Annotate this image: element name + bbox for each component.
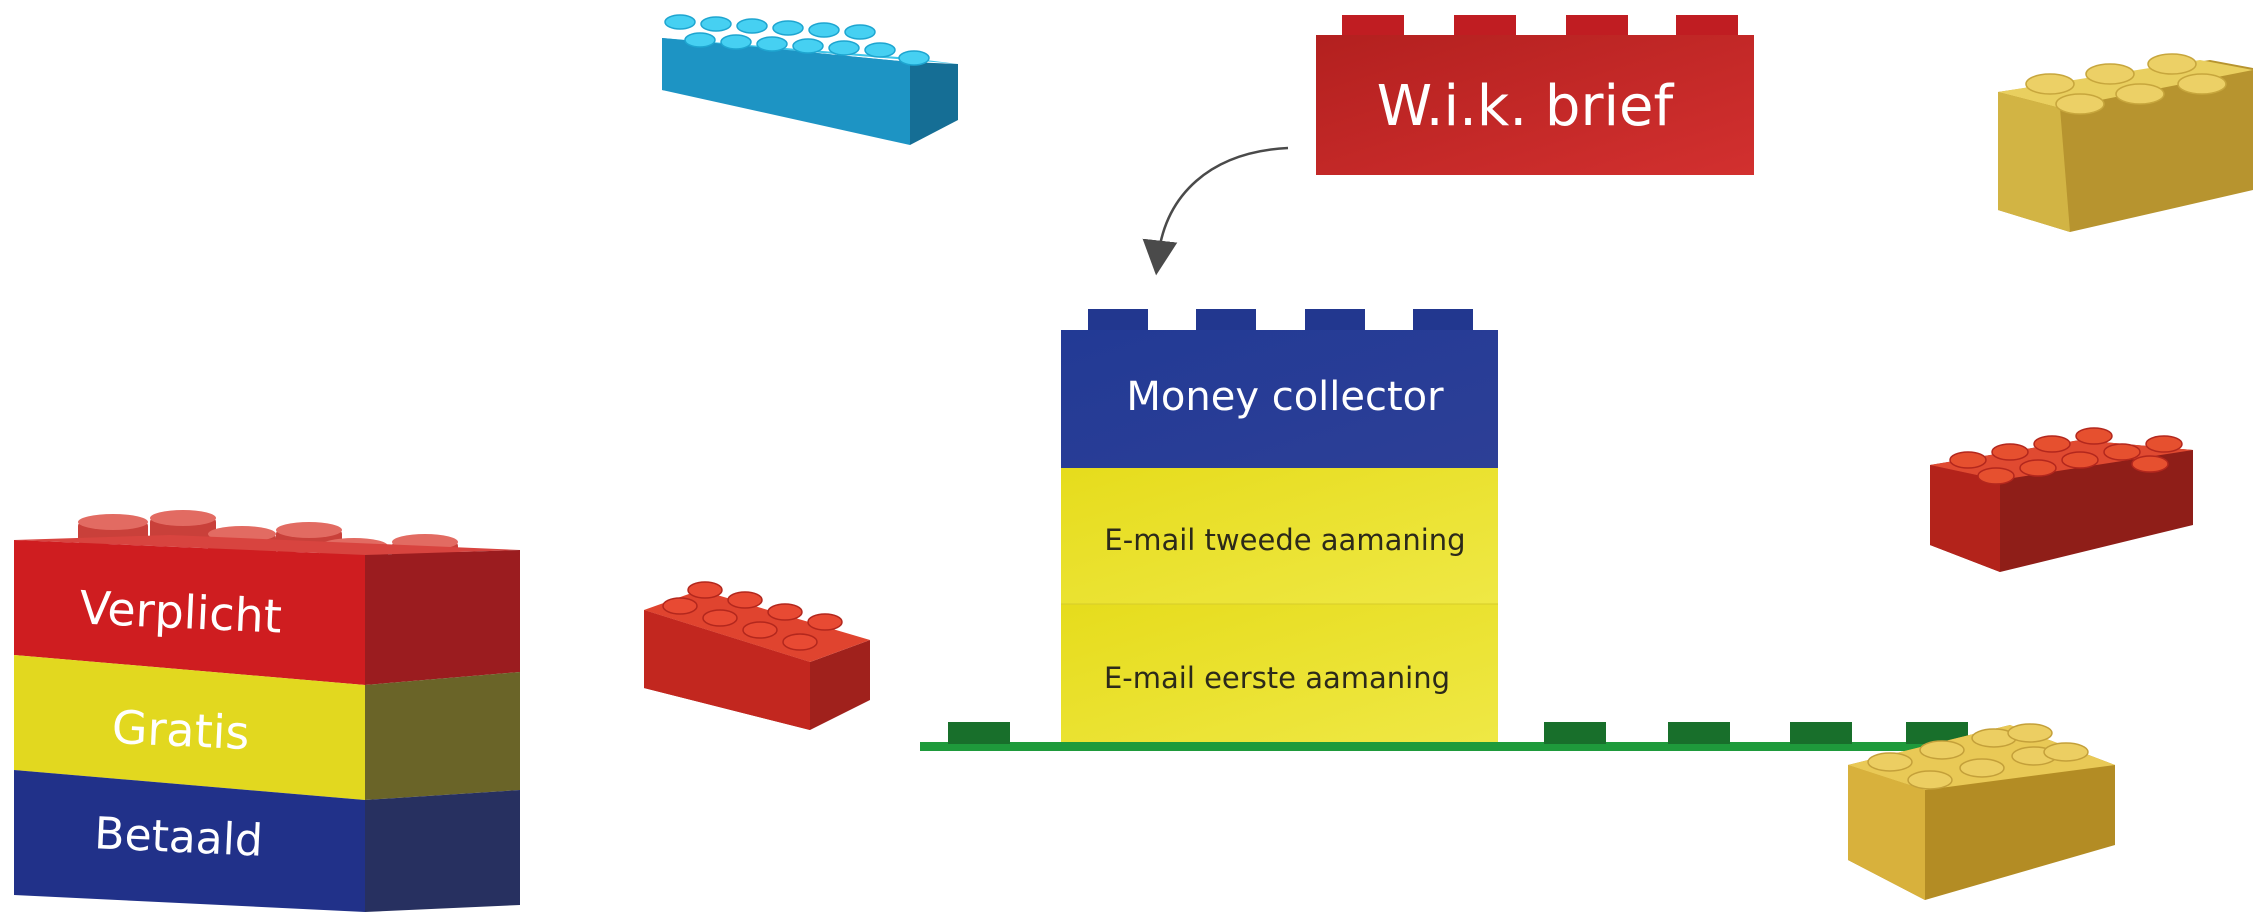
legend-yellow-front xyxy=(14,655,365,800)
legend-blue-side xyxy=(365,790,520,912)
wik-brief-block: W.i.k. brief xyxy=(1316,15,1754,175)
legend-red-side xyxy=(365,550,520,685)
gold-brick-bottom-right xyxy=(1848,723,2115,900)
legend-red-top xyxy=(14,535,520,555)
center-blue-brick xyxy=(1061,330,1498,468)
cyan-brick xyxy=(662,14,958,145)
legend-brick-stack: Verplicht Gratis Betaald xyxy=(14,510,520,912)
wik-brief-label: W.i.k. brief xyxy=(1377,74,1675,139)
legend-label-gratis: Gratis xyxy=(111,700,251,760)
center-yellow-brick-lower xyxy=(1061,604,1498,742)
email-tweede-label: E-mail tweede aamaning xyxy=(1104,523,1465,557)
legend-label-betaald: Betaald xyxy=(93,808,264,867)
legend-yellow-side xyxy=(365,672,520,800)
red-brick-middle xyxy=(644,581,870,730)
gold-brick-top-right xyxy=(1998,53,2253,232)
center-brick-stack: Money collector E-mail tweede aamaning E… xyxy=(1061,309,1498,742)
email-eerste-label: E-mail eerste aamaning xyxy=(1104,661,1450,695)
legend-blue-front xyxy=(14,770,365,912)
center-yellow-brick-upper xyxy=(1061,468,1498,604)
legend-label-verplicht: Verplicht xyxy=(78,580,283,643)
flow-arrow xyxy=(1142,146,1289,276)
green-baseplate xyxy=(920,722,1990,751)
red-brick-right xyxy=(1930,427,2193,572)
legend-red-front xyxy=(14,540,365,685)
money-collector-label: Money collector xyxy=(1126,374,1444,420)
